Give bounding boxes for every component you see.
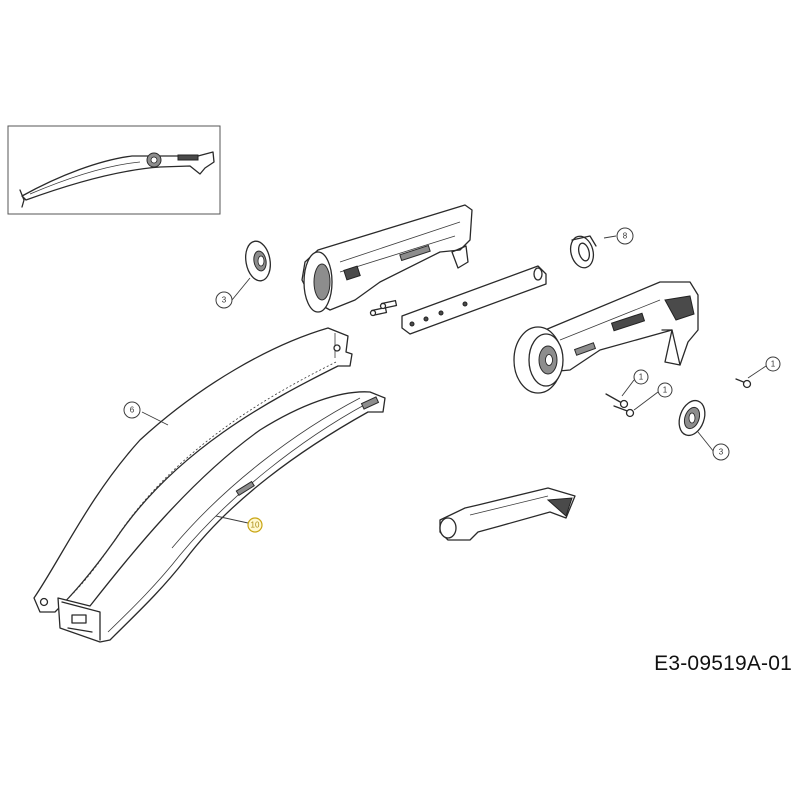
overview-saw-icon <box>19 151 215 208</box>
diagram-id-label: E3-09519A-01 <box>654 652 792 675</box>
pins <box>369 299 398 317</box>
callout-blade-guard: 10 <box>247 517 263 533</box>
handle-half-left <box>301 204 473 313</box>
callout-saw-blade-label: 6 <box>130 406 135 415</box>
callout-screw-a: 1 <box>633 369 649 385</box>
callout-screw-c: 1 <box>765 356 781 372</box>
callout-bushing-label: 8 <box>623 232 628 241</box>
connecting-bar <box>401 265 547 335</box>
callout-washer-left-label: 3 <box>222 296 227 305</box>
callout-washer-right: 3 <box>712 443 730 461</box>
screw-b <box>613 405 635 418</box>
grip-piece <box>439 487 576 541</box>
callout-washer-right-label: 3 <box>719 448 724 457</box>
saw-blade <box>33 327 353 613</box>
overview-inset <box>7 125 221 215</box>
screws <box>605 378 752 418</box>
bushing <box>569 235 597 269</box>
callout-bushing: 8 <box>616 227 634 245</box>
callout-screw-b-label: 1 <box>663 386 668 395</box>
washer-left <box>245 240 271 282</box>
handle-half-right <box>513 281 699 394</box>
leader-lines <box>141 235 767 524</box>
washer-right <box>678 399 706 437</box>
callout-washer-left: 3 <box>215 291 233 309</box>
callout-saw-blade: 6 <box>123 401 141 419</box>
callout-blade-guard-label: 10 <box>251 521 260 530</box>
callout-screw-c-label: 1 <box>771 360 776 369</box>
screw-c <box>735 378 752 389</box>
screw-a <box>605 393 629 409</box>
callout-screw-b: 1 <box>657 382 673 398</box>
callout-screw-a-label: 1 <box>639 373 644 382</box>
